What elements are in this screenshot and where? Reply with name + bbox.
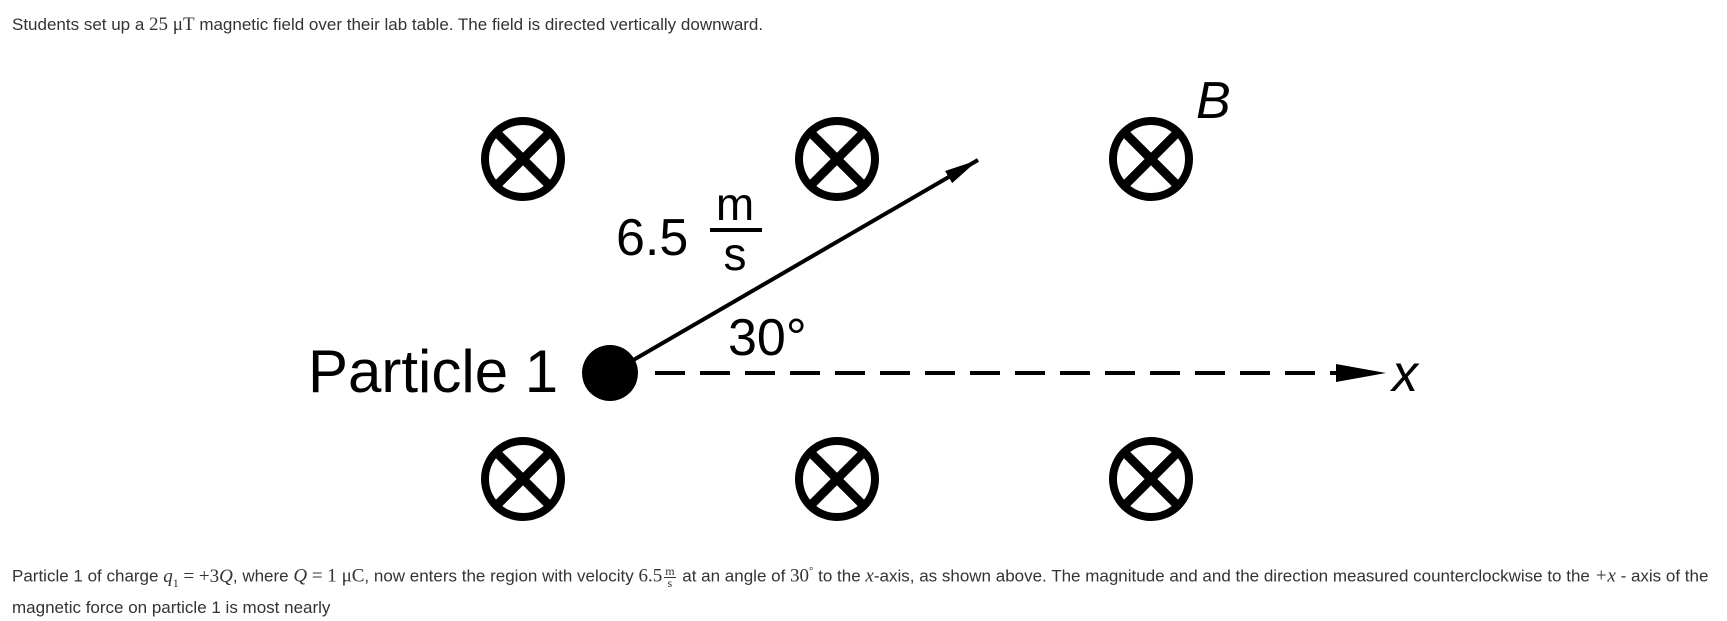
x-symbol: x: [865, 565, 874, 587]
field-into-page-icon: [795, 117, 879, 201]
field-into-page-icon: [481, 117, 565, 201]
particle-label: Particle 1: [308, 338, 558, 405]
field-label: B: [1196, 72, 1231, 130]
question-text: Particle 1 of charge q1 = +3Q, where Q =…: [12, 559, 1717, 621]
question-t2: , where: [232, 566, 294, 586]
q-symbol: q: [163, 565, 173, 587]
intro-text: Students set up a 25 μT magnetic field o…: [12, 14, 763, 36]
Q-symbol: Q: [219, 565, 233, 587]
angle-label: 30°: [728, 309, 807, 367]
question-t3: , now enters the region with velocity: [364, 566, 639, 586]
plus-x-symbol: +x: [1594, 565, 1616, 587]
velocity-arrow: [628, 158, 980, 364]
velocity-unit-den: s: [667, 575, 673, 590]
velocity-value: 6.5: [638, 565, 663, 587]
Q-unit: μC: [341, 565, 365, 587]
field-into-page-icon: [481, 437, 565, 521]
x-axis-arrowhead-icon: [1336, 364, 1386, 382]
q-equals: = +3: [178, 565, 220, 587]
field-value: 25: [149, 14, 169, 35]
angle-value: 30: [790, 565, 810, 587]
q-subscript: 1: [172, 575, 179, 590]
magnetic-field-diagram: B x Particle 1 6.5 m s 30°: [308, 72, 1420, 521]
field-into-page-icon: [795, 437, 879, 521]
velocity-unit-num: m: [664, 563, 676, 578]
intro-part1: Students set up a: [12, 15, 150, 34]
Q-equals: = 1: [307, 565, 342, 587]
intro-part2: magnetic field over their lab table. The…: [194, 15, 764, 34]
x-axis-label: x: [1389, 345, 1420, 403]
angle-unit: °: [809, 566, 814, 578]
field-unit: μT: [172, 14, 195, 35]
speed-unit-numerator: m: [716, 178, 754, 230]
question-t5: to the: [813, 566, 866, 586]
field-into-page-icon: [1109, 117, 1193, 201]
question-t6: -axis, as shown above. The magnitude and…: [873, 566, 1595, 586]
field-into-page-icon: [1109, 437, 1193, 521]
question-t1: Particle 1 of charge: [12, 566, 164, 586]
speed-unit-denominator: s: [724, 228, 747, 280]
question-t4: at an angle of: [677, 566, 791, 586]
Q-symbol-2: Q: [293, 565, 308, 587]
particle-dot: [582, 345, 638, 401]
speed-value: 6.5: [616, 209, 688, 267]
